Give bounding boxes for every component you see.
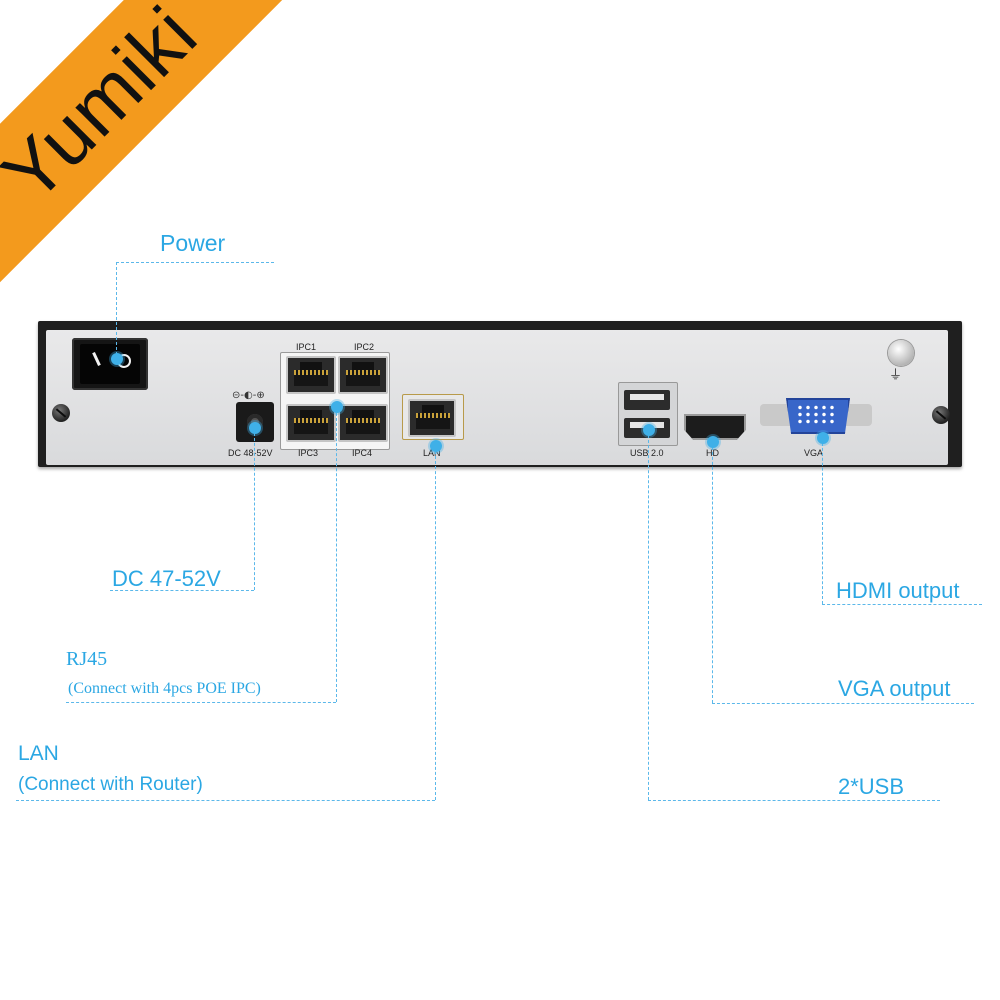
hd-port-callout-dot: [707, 436, 719, 448]
ipc3-label: IPC3: [298, 448, 319, 458]
nvr-rear-panel: [46, 330, 948, 465]
ground-symbol: ⏚: [889, 367, 903, 382]
lan-port-label: LAN: [423, 448, 441, 458]
rj45-callout-underline: [66, 702, 336, 703]
rj45-callout-note: (Connect with 4pcs POE IPC): [68, 680, 261, 697]
brand-ribbon-band: Yumiki: [0, 0, 291, 300]
power-switch-rocker[interactable]: [80, 344, 140, 384]
usb-port-label: USB 2.0: [630, 448, 664, 458]
vga-pins-icon: [796, 404, 838, 424]
usb-callout-underline: [648, 800, 940, 801]
usb-port-top[interactable]: [624, 390, 670, 410]
ipc1-port[interactable]: [286, 356, 336, 394]
lan-callout-title: LAN: [18, 742, 59, 765]
ipc2-label: IPC2: [354, 342, 375, 352]
power-callout-leader: [116, 262, 117, 360]
lan-callout-note: (Connect with Router): [18, 774, 203, 795]
usb-callout-dot: [643, 424, 655, 436]
ipc1-label: IPC1: [296, 342, 317, 352]
ipc4-label: IPC4: [352, 448, 373, 458]
dc-polarity-symbol: ⊝-◐-⊕: [232, 390, 265, 401]
vga-output-callout: VGA output: [838, 676, 951, 701]
dc-callout: DC 47-52V: [112, 566, 221, 591]
vga-output-callout-leader: [712, 442, 713, 703]
lan-port[interactable]: [408, 399, 456, 437]
rj45-callout-title: RJ45: [66, 648, 108, 670]
hdmi-output-callout-underline: [822, 604, 982, 605]
dc-callout-underline: [110, 590, 254, 591]
usb-callout: 2*USB: [838, 774, 905, 799]
vga-port-callout-dot: [817, 432, 829, 444]
ipc2-port[interactable]: [338, 356, 388, 394]
hdmi-output-callout: HDMI output: [836, 578, 960, 603]
power-callout-underline: [116, 262, 274, 263]
lan-callout-leader: [435, 446, 436, 800]
dc-port-label: DC 48-52V: [228, 448, 273, 458]
vga-port-label: VGA: [804, 448, 824, 458]
rj45-callout-leader: [336, 408, 337, 702]
ground-stud-icon: [888, 340, 914, 366]
power-callout-dot: [111, 353, 123, 365]
vga-output-callout-underline: [712, 703, 974, 704]
ipc3-port[interactable]: [286, 404, 336, 442]
lan-callout-dot: [430, 440, 442, 452]
dc-callout-dot: [249, 422, 261, 434]
usb-callout-leader: [648, 430, 649, 800]
right-screw-icon: [932, 406, 950, 424]
dc-callout-leader: [254, 428, 255, 590]
ipc4-port[interactable]: [338, 404, 388, 442]
left-screw-icon: [52, 404, 70, 422]
lan-callout-underline: [16, 800, 435, 801]
rj45-callout-dot: [331, 401, 343, 413]
brand-name: Yumiki: [0, 0, 214, 218]
hdmi-output-callout-leader: [822, 438, 823, 604]
brand-ribbon: Yumiki: [0, 0, 300, 300]
power-callout: Power: [160, 230, 226, 256]
